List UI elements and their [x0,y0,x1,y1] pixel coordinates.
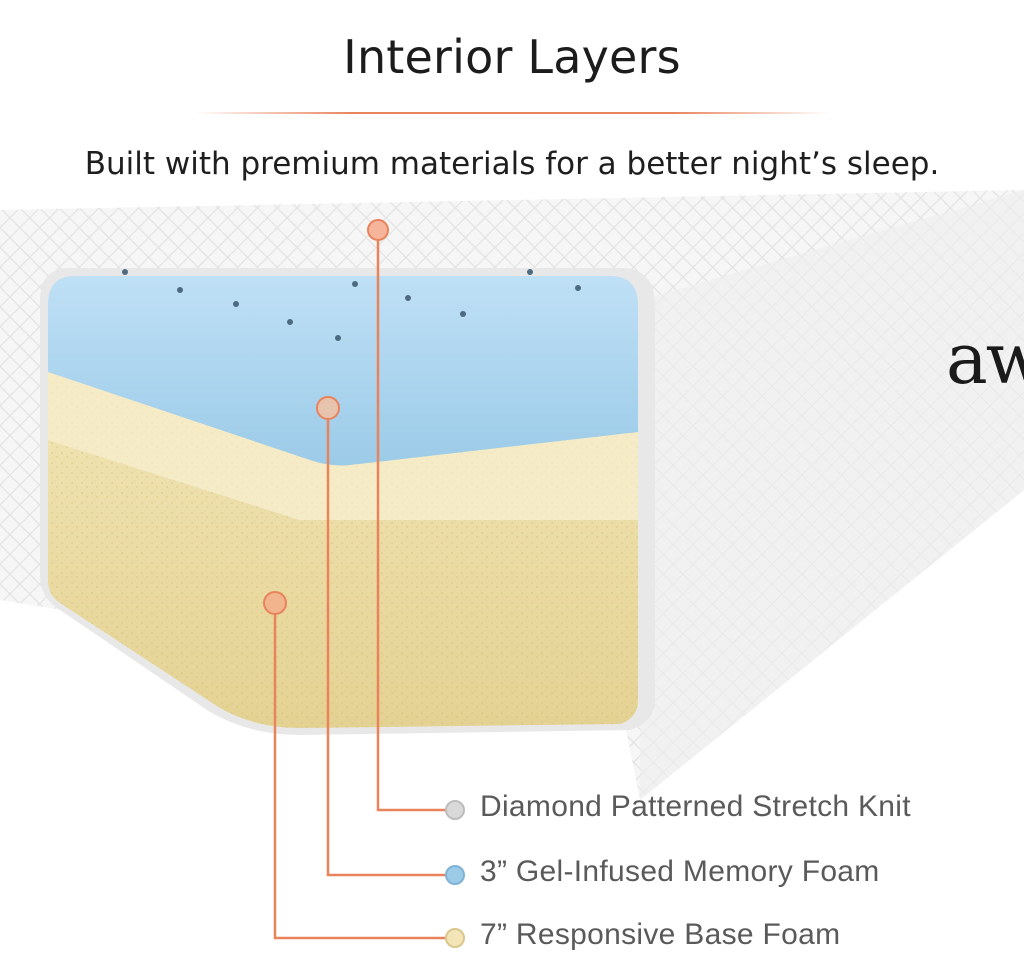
legend-label-gel-foam: 3” Gel-Infused Memory Foam [480,855,880,888]
hotspot-gel-foam [316,396,340,420]
swatch-gel-foam [445,865,465,885]
gel-memory-foam-layer [48,276,638,466]
gel-beads [122,269,581,341]
leader-lines [273,240,446,940]
hotspot-knit [367,219,389,241]
page-title: Interior Layers [343,30,681,84]
swatch-knit [445,800,465,820]
legend-label-base-foam: 7” Responsive Base Foam [480,918,841,951]
hotspot-base-foam [263,591,287,615]
page-subtitle: Built with premium materials for a bette… [84,146,940,182]
legend-label-knit: Diamond Patterned Stretch Knit [480,790,911,823]
brand-logo: aw [946,318,1024,400]
mattress-side [640,190,1024,800]
swatch-base-foam [445,928,465,948]
title-divider [195,112,829,114]
